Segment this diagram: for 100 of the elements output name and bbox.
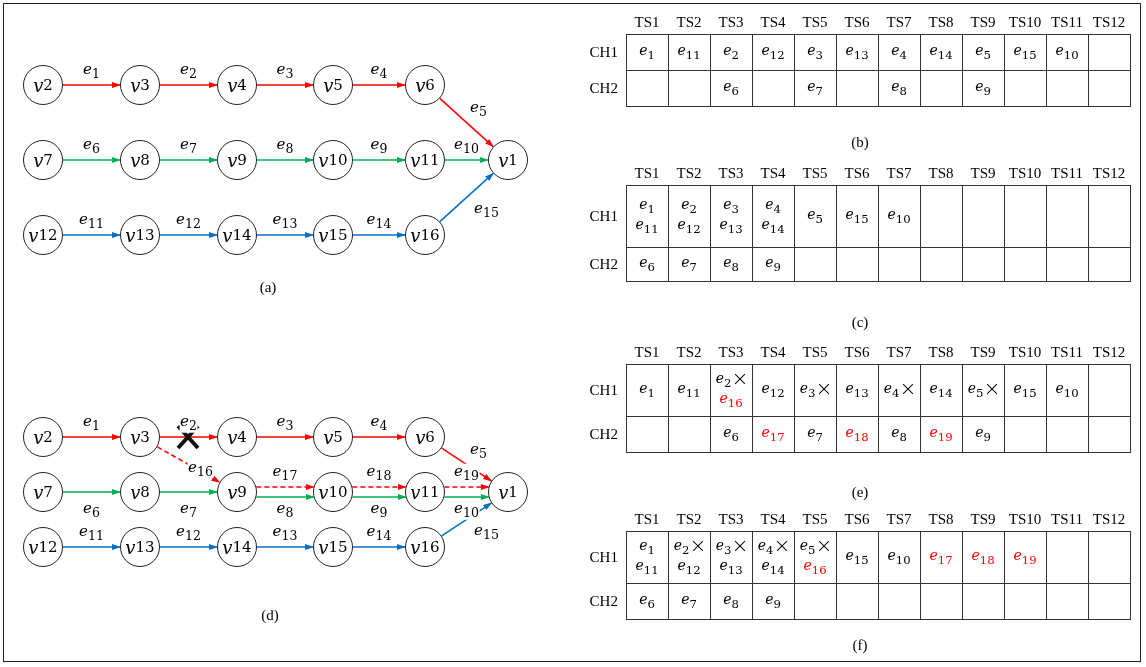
table-entry: e$_{4}$ (752, 536, 794, 557)
column-header: TS12 (1092, 14, 1126, 31)
column-header: TS3 (718, 511, 744, 528)
table-entry: e$_{1}$ (638, 536, 656, 557)
table-entry: e$_{5}$ (962, 379, 1004, 401)
column-header: TS10 (1008, 511, 1042, 528)
arrow (159, 544, 218, 550)
table-entry: e$_{7}$ (806, 77, 824, 99)
table-entry: e$_{18}$ (844, 423, 870, 445)
column-header: TS1 (634, 511, 660, 528)
table-entry: e$_{8}$ (722, 253, 740, 275)
column-header: TS1 (634, 344, 660, 361)
table-entry: e$_{5}$ (974, 41, 992, 63)
table-entry: e$_{9}$ (974, 77, 992, 99)
table-entry: e$_{15}$ (1012, 41, 1038, 63)
arrow (256, 232, 314, 238)
column-header: TS4 (760, 14, 786, 31)
panel-caption: (b) (851, 133, 869, 151)
arrow (352, 232, 406, 238)
edge-label: e$_{19}$ (453, 463, 480, 483)
table-entry: e$_{19}$ (1012, 546, 1038, 568)
table-entry: e$_{14}$ (928, 379, 954, 401)
column-header: TS9 (970, 14, 996, 31)
column-header: TS5 (802, 165, 828, 182)
arrow (439, 172, 494, 223)
column-header: TS3 (718, 344, 744, 361)
column-header: TS11 (1051, 511, 1083, 528)
column-header: TS2 (676, 14, 702, 31)
table-entry: e$_{3}$ (794, 379, 836, 401)
column-header: TS5 (802, 344, 828, 361)
table-entry: e$_{9}$ (764, 253, 782, 275)
table-entry: e$_{12}$ (676, 216, 702, 237)
arrow (256, 157, 314, 163)
arrow (256, 82, 314, 88)
table-entry: e$_{15}$ (844, 205, 870, 227)
table-entry: e$_{12}$ (760, 379, 786, 401)
column-header: TS4 (760, 165, 786, 182)
column-header: TS12 (1092, 344, 1126, 361)
arrow (351, 494, 407, 500)
column-header: TS6 (844, 511, 870, 528)
table-entry: e$_{16}$ (802, 557, 828, 578)
table-entry: e$_{4}$ (878, 379, 920, 401)
column-header: TS3 (718, 165, 744, 182)
table-entry: e$_{4}$ (890, 41, 908, 63)
column-header: TS9 (970, 165, 996, 182)
table-entry: e$_{11}$ (676, 41, 702, 63)
table-entry: e$_{8}$ (722, 590, 740, 612)
column-header: TS12 (1092, 511, 1126, 528)
row-header: CH1 (589, 207, 618, 224)
table-entry: e$_{2}$ (722, 41, 740, 63)
table-entry: e$_{19}$ (928, 423, 954, 445)
arrow (443, 494, 490, 500)
table-entry: e$_{9}$ (974, 423, 992, 445)
table-entry: e$_{11}$ (634, 216, 660, 237)
row-header: CH2 (589, 592, 618, 609)
column-header: TS11 (1051, 14, 1083, 31)
table-entry: e$_{10}$ (886, 546, 912, 568)
column-header: TS6 (844, 344, 870, 361)
table-entry: e$_{7}$ (680, 590, 698, 612)
arrow (256, 544, 314, 550)
table-entry: e$_{11}$ (634, 557, 660, 578)
column-header: TS7 (886, 165, 912, 182)
column-header: TS3 (718, 14, 744, 31)
table-entry: e$_{2}$ (668, 536, 710, 557)
column-header: TS11 (1051, 165, 1083, 182)
table-entry: e$_{14}$ (760, 557, 786, 578)
arrow (159, 232, 218, 238)
row-header: CH1 (589, 43, 618, 60)
arrow (255, 484, 315, 490)
arrow (352, 157, 406, 163)
column-header: TS7 (886, 511, 912, 528)
table-entry: e$_{15}$ (844, 546, 870, 568)
table-entry: e$_{18}$ (970, 546, 996, 568)
arrow (352, 82, 406, 88)
panel-caption: (c) (851, 313, 869, 331)
row-header: CH1 (589, 548, 618, 565)
column-header: TS5 (802, 511, 828, 528)
arrow (159, 489, 218, 495)
arrow (352, 434, 406, 440)
table-entry: e$_{6}$ (638, 590, 656, 612)
panel-caption: (a) (259, 278, 277, 296)
table-entry: e$_{3}$ (722, 195, 740, 216)
table-entry: e$_{9}$ (764, 590, 782, 612)
arrow (443, 484, 490, 490)
row-header: CH1 (589, 381, 618, 398)
table-entry: e$_{6}$ (638, 253, 656, 275)
table-entry: e$_{13}$ (718, 557, 744, 578)
table-entry: e$_{10}$ (886, 205, 912, 227)
column-header: TS10 (1008, 165, 1042, 182)
arrow (62, 82, 121, 88)
column-header: TS6 (844, 14, 870, 31)
table-entry: e$_{2}$ (680, 195, 698, 216)
column-header: TS8 (928, 344, 954, 361)
table-entry: e$_{16}$ (718, 390, 744, 411)
table-entry: e$_{1}$ (638, 41, 656, 63)
panel-caption: (d) (261, 606, 279, 624)
table-entry: e$_{1}$ (638, 195, 656, 216)
panel-caption: (e) (851, 483, 869, 501)
table-entry: e$_{11}$ (676, 379, 702, 401)
table-entry: e$_{12}$ (676, 557, 702, 578)
